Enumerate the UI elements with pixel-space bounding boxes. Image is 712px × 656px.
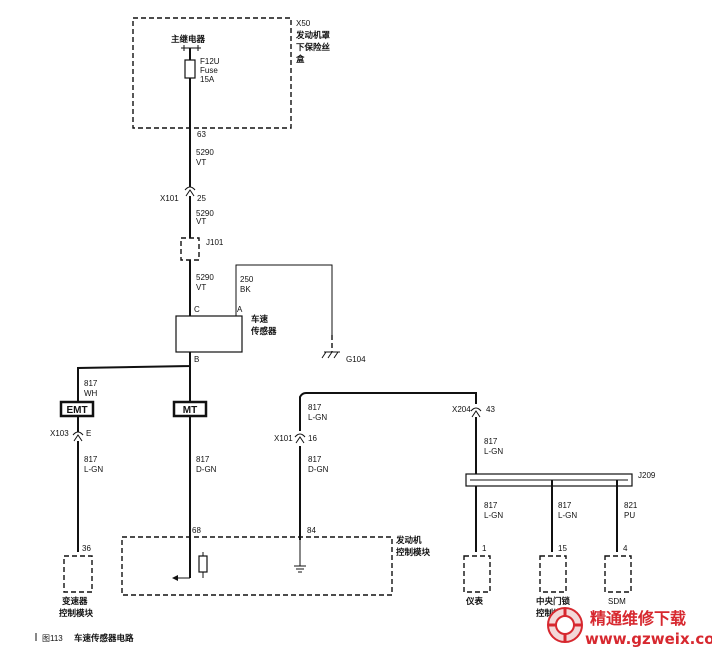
fuse-type: Fuse [200, 66, 218, 75]
bcm-pin: 15 [558, 544, 567, 553]
wire-emt-color: WH [84, 389, 98, 398]
connector-x204-pin: 43 [486, 405, 495, 414]
watermark-cn: 精通维修下载 [590, 609, 686, 628]
sdm-pin: 4 [623, 544, 628, 553]
option-tag-emt-label: EMT [66, 405, 87, 416]
splice-j101-icon [180, 237, 200, 261]
connector-x204-pin-icon [471, 410, 481, 418]
connector-x103-icon [72, 431, 84, 436]
connector-x101-top-icon [184, 186, 196, 191]
wire-5290-b-color: VT [196, 217, 206, 226]
sensor-pin-c: C [194, 305, 200, 314]
caption-title: 车速传感器电路 [74, 633, 134, 644]
wire-x204-color: L-GN [484, 447, 503, 456]
wire-250-color: BK [240, 285, 251, 294]
connector-x204-id: X204 [452, 405, 471, 414]
ground-icon [321, 351, 340, 359]
fuse-rating: 15A [200, 75, 215, 84]
connector-x204-icon [470, 407, 482, 412]
wire-top-color: L-GN [308, 413, 327, 422]
ecm-name-2: 控制模块 [396, 547, 431, 558]
watermark-logo-icon [547, 607, 583, 643]
connector-x101-b-pin-icon [295, 436, 305, 444]
watermark-url: www.gzweix.com [585, 630, 712, 648]
wire-bcm-color: L-GN [558, 511, 577, 520]
speed-sensor-box [175, 315, 243, 353]
ecm-ground-icon [294, 554, 306, 573]
ecm-pin-84: 84 [307, 526, 316, 535]
wire-x101b-color: D-GN [308, 465, 329, 474]
wire-emt-num: 817 [84, 379, 98, 388]
wire-sdm-color: PU [624, 511, 635, 520]
relay-label: 主继电器 [171, 34, 206, 45]
sensor-name-1: 车速 [251, 314, 269, 325]
sensor-name-2: 传感器 [250, 326, 277, 337]
wire-ipc-num: 817 [484, 501, 498, 510]
wire-sdm-num: 821 [624, 501, 638, 510]
sdm-name: SDM [608, 597, 626, 606]
fuse-id: F12U [200, 57, 220, 66]
tcm-pin: 36 [82, 544, 91, 553]
ipc-name: 仪表 [465, 596, 484, 607]
wire-x103-num: 817 [84, 455, 98, 464]
wire-top-num: 817 [308, 403, 322, 412]
wire-5290-a-num: 5290 [196, 148, 214, 157]
connector-x103-pin-icon [73, 434, 83, 442]
wire-ipc-color: L-GN [484, 511, 503, 520]
tcm-name-2: 控制模块 [59, 608, 94, 619]
splice-j101-id: J101 [206, 238, 224, 247]
wire-x103-color: L-GN [84, 465, 103, 474]
fuse-box-name-3: 盒 [295, 54, 305, 65]
wire-250-num: 250 [240, 275, 254, 284]
connector-x101-top-id: X101 [160, 194, 179, 203]
ecm-name-1: 发动机 [395, 535, 422, 546]
tcm-name-1: 变速器 [62, 596, 88, 607]
wire-mt-color: D-GN [196, 465, 217, 474]
wire-x101b-num: 817 [308, 455, 322, 464]
ground-id: G104 [346, 355, 366, 364]
connector-x101-top-pin: 25 [197, 194, 206, 203]
fuse-box-pin: 63 [197, 130, 206, 139]
sdm-box [604, 555, 632, 593]
wire-5290-c-color: VT [196, 283, 206, 292]
wire-250-bk [235, 264, 333, 335]
ecm-resistor-icon [198, 555, 208, 573]
tcm-box [63, 555, 93, 593]
fuse-icon [184, 59, 196, 79]
fuse-box-name-2: 下保险丝 [296, 42, 331, 53]
option-tag-mt-label: MT [183, 405, 197, 416]
connector-x103-id: X103 [50, 429, 69, 438]
connector-x101-b-pin: 16 [308, 434, 317, 443]
caption-figure: 图113 [42, 634, 63, 643]
wire-mt-num: 817 [196, 455, 210, 464]
splice-j209-id: J209 [638, 471, 656, 480]
fuse-box-id: X50 [296, 19, 311, 28]
connector-x101-b-id: X101 [274, 434, 293, 443]
connector-x101-b-icon [294, 433, 306, 438]
ecm-arrow-icon [172, 575, 178, 581]
ipc-pin: 1 [482, 544, 487, 553]
wire-817-lgn-top [299, 392, 477, 431]
ecm-box [121, 536, 393, 596]
connector-x103-pin: E [86, 429, 91, 438]
ipc-box [463, 555, 491, 593]
fuse-box-name-1: 发动机罩 [295, 30, 331, 41]
wire-x204-num: 817 [484, 437, 498, 446]
bcm-name-1: 中央门锁 [536, 596, 571, 607]
fuse-box-outline [132, 17, 292, 129]
wire-bcm-num: 817 [558, 501, 572, 510]
wire-817-wh-branch [77, 352, 191, 402]
wire-5290-c-num: 5290 [196, 273, 214, 282]
ecm-pin-68: 68 [192, 526, 201, 535]
bcm-box [539, 555, 567, 593]
sensor-pin-a: A [237, 305, 243, 314]
wire-5290-a-color: VT [196, 158, 206, 167]
wire-5290-b-num: 5290 [196, 209, 214, 218]
connector-x101-top-pin-icon [185, 189, 195, 197]
sensor-pin-b: B [194, 355, 199, 364]
